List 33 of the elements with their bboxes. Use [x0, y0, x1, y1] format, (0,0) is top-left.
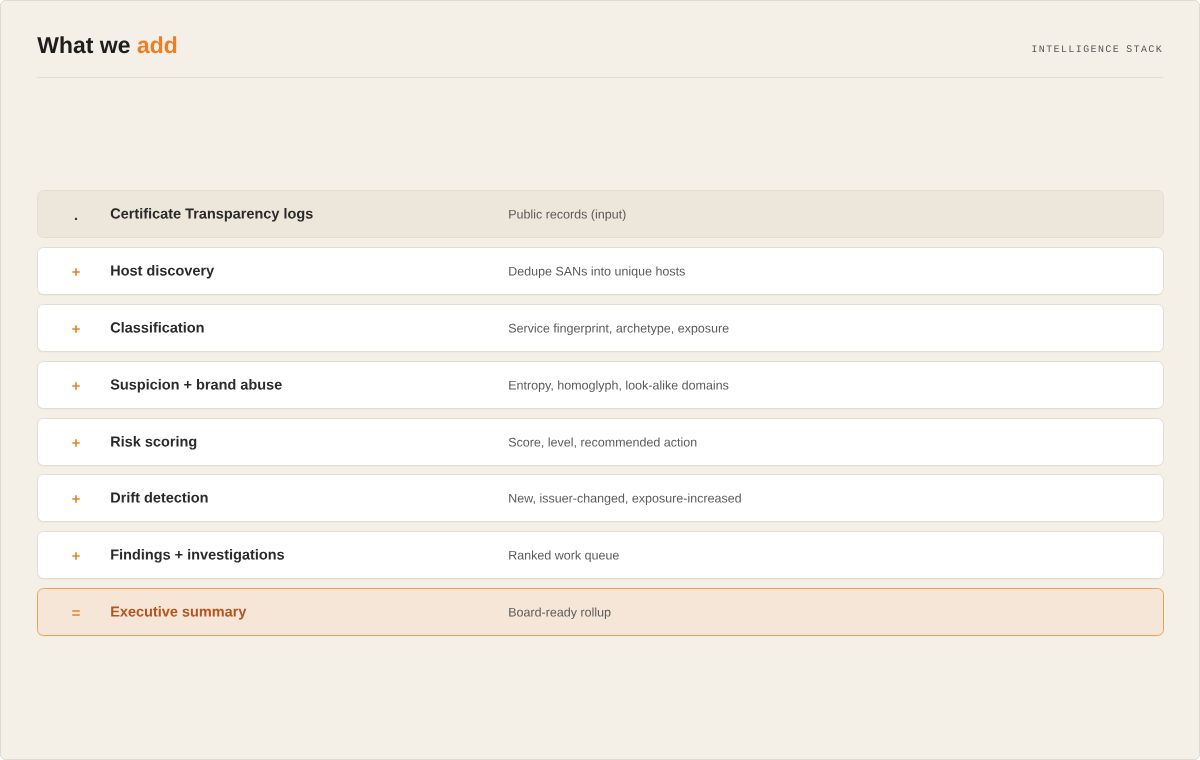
stack-row: [37, 361, 1164, 410]
step-name: Drift detection: [111, 492, 208, 503]
step-description: Board-ready rollup: [509, 607, 611, 620]
stack-row: [37, 247, 1164, 296]
step-marker: +: [72, 439, 80, 447]
step-name: Risk scoring: [111, 436, 197, 450]
stack-row: [37, 531, 1164, 580]
step-description: Public records (input): [509, 209, 626, 222]
step-description: Dedupe SANs into unique hosts: [509, 266, 685, 279]
step-name: Suspicion + brand abuse: [110, 379, 282, 393]
step-description: New, issuer-changed, exposure-increased: [509, 493, 741, 506]
step-marker: +: [72, 382, 80, 390]
step-name: Findings + investigations: [111, 549, 285, 563]
step-marker: .: [74, 217, 78, 220]
section-label: INTELLIGENCE STACK: [1032, 45, 1162, 53]
step-description: Score, level, recommended action: [508, 437, 697, 449]
step-description: Entropy, homoglyph, look-alike domains: [509, 380, 729, 393]
stack-row: [37, 588, 1164, 637]
step-description: Service fingerprint, archetype, exposure: [508, 323, 729, 336]
step-marker: +: [72, 268, 80, 276]
title: What we add: [37, 36, 177, 54]
step-name: Certificate Transparency logs: [110, 208, 313, 222]
step-description: Ranked work queue: [509, 550, 619, 563]
step-marker: +: [72, 495, 80, 503]
stack-row: [37, 418, 1164, 467]
step-marker: +: [72, 325, 80, 333]
step-marker: +: [72, 552, 80, 560]
stack-row: [37, 304, 1164, 353]
step-name: Executive summary: [111, 606, 247, 620]
step-marker: =: [72, 610, 80, 616]
stack-row: [37, 474, 1164, 523]
step-name: Classification: [110, 322, 204, 333]
step-name: Host discovery: [111, 265, 215, 279]
